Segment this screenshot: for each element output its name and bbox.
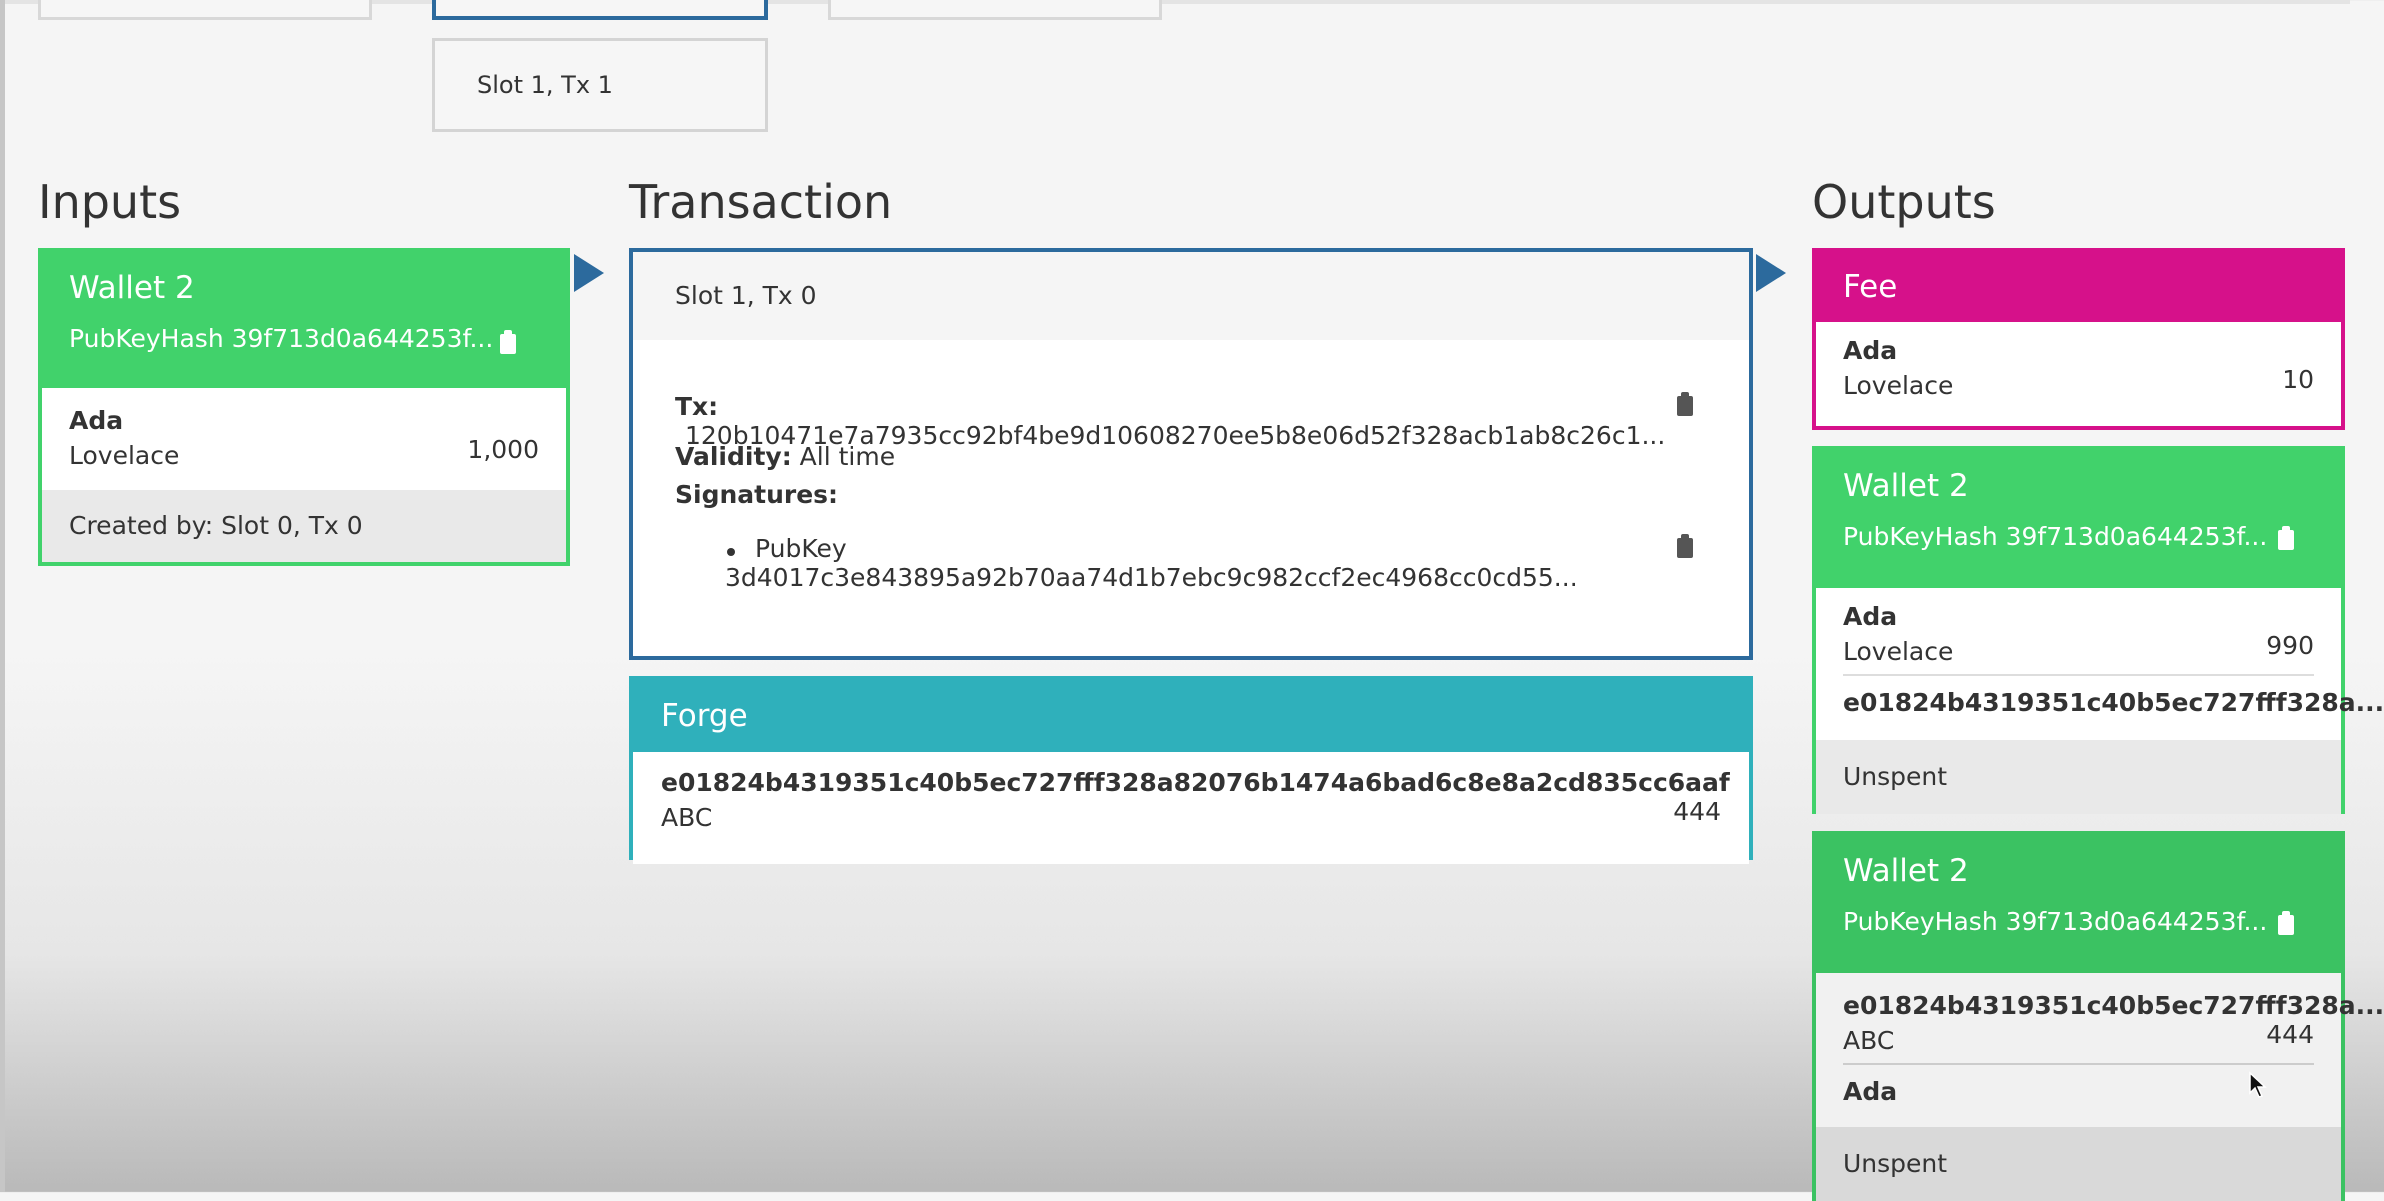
wallet-output-card[interactable]: Wallet 2 PubKeyHash 39f713d0a644253f... … [1812,831,2384,1201]
arrow-right-icon [1756,254,1786,292]
tx-row: Tx: 120b10471e7a7935cc92bf4be9d10608270e… [675,392,1707,450]
wallet-output-currency: Ada [1843,602,1898,631]
wallet-output-token-row: Lovelace 990 [1843,631,2314,674]
forge-title: Forge [661,698,748,734]
wallet-output-card[interactable]: Wallet 2 PubKeyHash 39f713d0a644253f... … [1812,446,2384,814]
wallet-output-header: Wallet 2 PubKeyHash 39f713d0a644253f... [1816,835,2341,973]
fee-token-row: Lovelace 10 [1843,365,2314,400]
input-created-by: Created by: Slot 0, Tx 0 [42,490,566,562]
arrow-right-icon [574,254,604,292]
wallet-output-currency: Ada [1843,1077,1898,1106]
divider [1843,674,2314,676]
bullet-icon [727,548,735,556]
fee-currency: Ada [1843,336,1898,365]
wallet-output-hash: e01824b4319351c40b5ec727fff328a... [1843,688,2384,717]
wallet-output-hash: e01824b4319351c40b5ec727fff328a... [1843,991,2384,1020]
input-pubkey: PubKeyHash 39f713d0a644253f... [69,324,494,353]
wallet-output-pubkey: PubKeyHash 39f713d0a644253f... [1843,907,2268,936]
fee-token: Lovelace [1843,371,1954,400]
inputs-heading: Inputs [38,175,182,229]
forge-hash: e01824b4319351c40b5ec727fff328a82076b147… [661,768,1730,797]
fee-header: Fee [1816,252,2341,322]
wallet-output-pubkey: PubKeyHash 39f713d0a644253f... [1843,522,2268,551]
transaction-card[interactable]: Slot 1, Tx 0 Tx: 120b10471e7a7935cc92bf4… [629,248,1753,660]
wallet-output-status: Unspent [1816,740,2341,814]
clipboard-icon[interactable] [2278,911,2294,935]
fee-body: Ada Lovelace 10 [1816,322,2341,426]
wallet-output-token: Lovelace [1843,637,1954,666]
fee-title: Fee [1843,269,1898,305]
input-card[interactable]: Wallet 2 PubKeyHash 39f713d0a644253f... … [38,248,570,566]
input-wallet-title: Wallet 2 [69,270,195,306]
clipboard-icon[interactable] [500,330,516,354]
wallet-output-token: ABC [1843,1026,1895,1055]
top-border [0,0,2350,4]
fee-output-card[interactable]: Fee Ada Lovelace 10 [1812,248,2345,430]
input-token-row: Lovelace 1,000 [69,435,539,470]
forge-amount: 444 [1673,797,1721,826]
input-currency: Ada [69,406,124,435]
signatures-label: Signatures: [675,480,839,509]
input-token: Lovelace [69,441,180,470]
input-card-header: Wallet 2 PubKeyHash 39f713d0a644253f... [42,252,566,388]
slot-tab[interactable]: Slot 1, Tx 1 [432,38,768,132]
wallet-output-values: e01824b4319351c40b5ec727fff328a... ABC 4… [1816,973,2384,1127]
validity-row: Validity: All time [675,442,1707,480]
mouse-cursor-icon [2249,1071,2267,1098]
input-value-list: Ada Lovelace 1,000 [42,388,566,490]
input-amount: 1,000 [467,435,539,464]
wallet-output-token-row: ABC 444 [1843,1020,2314,1063]
clipboard-icon[interactable] [1677,392,1693,416]
left-border [0,0,5,1192]
tx-hash: 120b10471e7a7935cc92bf4be9d10608270ee5b8… [685,421,1666,450]
transaction-details: Tx: 120b10471e7a7935cc92bf4be9d10608270e… [633,340,1749,592]
transaction-heading: Transaction [629,175,893,229]
validity-value: All time [799,442,896,471]
tx-label: Tx: [675,392,719,421]
wallet-output-amount: 444 [2266,1020,2314,1049]
forge-token-row: ABC 444 [661,797,1721,832]
wallet-output-title: Wallet 2 [1843,468,1969,504]
slot-box-previous[interactable] [38,0,372,20]
signature-item: PubKey 3d4017c3e843895a92b70aa74d1b7ebc9… [675,518,1707,592]
transaction-slot-header: Slot 1, Tx 0 [633,252,1749,340]
slot-box-next[interactable] [828,0,1162,20]
signature-pubkey: PubKey 3d4017c3e843895a92b70aa74d1b7ebc9… [725,534,1578,592]
forge-body: e01824b4319351c40b5ec727fff328a82076b147… [633,752,1749,864]
slot-box-selected[interactable] [432,0,768,20]
wallet-output-amount: 990 [2266,631,2314,660]
wallet-output-title: Wallet 2 [1843,853,1969,889]
fee-amount: 10 [2282,365,2314,394]
clipboard-icon[interactable] [1677,534,1693,558]
wallet-output-header: Wallet 2 PubKeyHash 39f713d0a644253f... [1816,450,2341,588]
forge-header: Forge [633,680,1749,752]
validity-label: Validity: [675,442,792,471]
divider [1843,1063,2314,1065]
forge-card[interactable]: Forge e01824b4319351c40b5ec727fff328a820… [629,676,1753,864]
wallet-output-values: Ada Lovelace 990 e01824b4319351c40b5ec72… [1816,588,2384,740]
clipboard-icon[interactable] [2278,526,2294,550]
forge-token: ABC [661,803,713,832]
wallet-output-status: Unspent [1816,1127,2341,1201]
outputs-heading: Outputs [1812,175,1996,229]
